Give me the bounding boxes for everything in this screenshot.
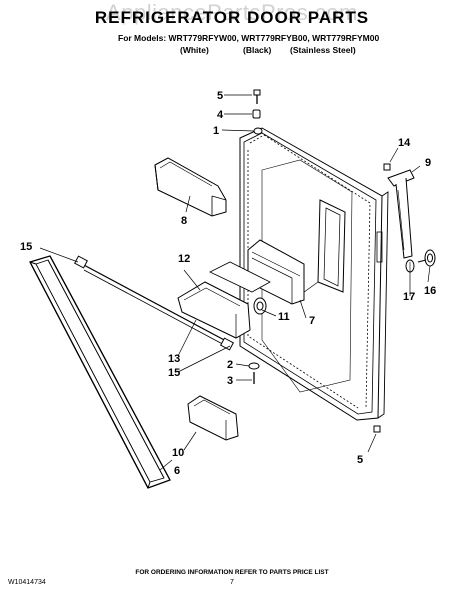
callout-6: 6: [174, 465, 180, 477]
callout-1: 1: [213, 125, 219, 137]
callout-12: 12: [178, 253, 190, 265]
door-gasket: [29, 255, 171, 489]
callout-2: 2: [227, 359, 233, 371]
ordering-note: FOR ORDERING INFORMATION REFER TO PARTS …: [135, 569, 329, 576]
door-rail: [74, 255, 234, 351]
callout-13: 13: [168, 353, 180, 365]
callout-11: 11: [278, 311, 290, 323]
callout-7: 7: [309, 315, 315, 327]
variant-stainless: (Stainless Steel): [290, 45, 356, 55]
door-bin-8: [154, 157, 227, 217]
document-number: W10414734: [8, 579, 46, 586]
dispenser-bin-12: [177, 281, 267, 339]
door-handle-9: [387, 169, 415, 259]
page-title: REFRIGERATOR DOOR PARTS: [94, 8, 370, 27]
hinge-screw-5: [253, 89, 261, 104]
screw-14: [383, 163, 391, 171]
callout-16: 16: [424, 285, 436, 297]
door-bin-10: [187, 395, 239, 441]
watermark: AppliancePartsPros.com: [106, 0, 358, 25]
washer-2: [248, 362, 260, 370]
callout-4: 4: [217, 109, 224, 121]
hinge-cap-4: [252, 109, 261, 119]
callout-15-lower: 15: [168, 367, 180, 379]
bottom-screw-5: [373, 425, 381, 433]
callout-14: 14: [398, 137, 411, 149]
door-shelf-upper: [299, 199, 346, 296]
hinge-pin-1: [253, 127, 263, 135]
callout-8: 8: [181, 215, 187, 227]
variant-white: (White): [180, 45, 209, 55]
leader-lines: [39, 94, 431, 471]
page-number: 7: [230, 579, 234, 586]
callout-3: 3: [227, 375, 233, 387]
callout-9: 9: [425, 157, 431, 169]
callout-5-bottom: 5: [357, 454, 363, 466]
callout-10: 10: [172, 447, 184, 459]
handle-cap-16: [417, 249, 436, 267]
callout-17: 17: [403, 291, 415, 303]
tray-piece: [209, 261, 271, 293]
variant-black: (Black): [243, 45, 272, 55]
refrigerator-door: [239, 127, 389, 421]
handle-screw-17: [405, 259, 415, 273]
callout-numbers: 5 4 1 14 9 8 12 11 7 13 15 2 3 10 6 5 17…: [20, 90, 436, 477]
models-line: For Models: WRT779RFYW00, WRT779RFYB00, …: [118, 33, 380, 43]
callout-5-top: 5: [217, 90, 223, 102]
callout-15-upper: 15: [20, 241, 32, 253]
